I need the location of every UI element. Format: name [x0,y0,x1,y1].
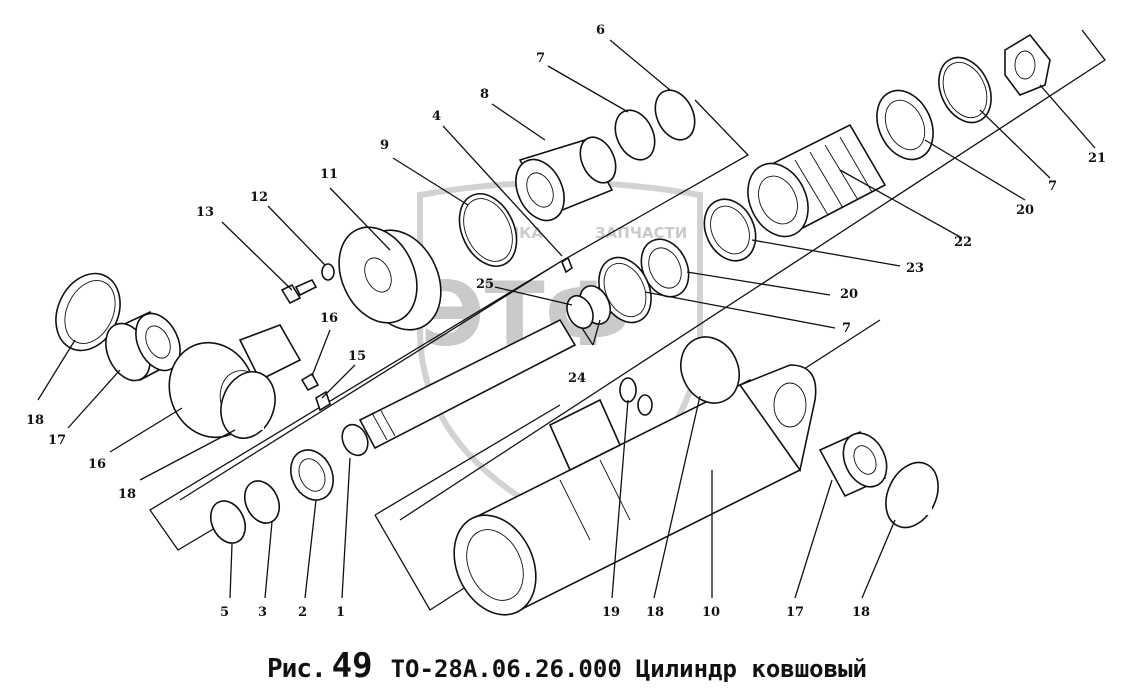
part-23-valve [548,377,653,472]
caption-title: Цилиндр ковшовый [635,655,867,683]
part-19-nut [1004,33,1051,96]
callout-15: 15 [348,349,366,364]
callout-16: 16 [320,311,338,326]
callout-21: 22 [954,235,972,250]
callout-12: 12 [250,190,268,205]
callout-7: 7 [536,51,545,66]
part-9-o-ring [458,193,518,267]
part-17-bearing-left [105,310,181,382]
part-3-ring [243,480,281,524]
callout-25: 25 [476,277,494,292]
callout-20: 20 [1016,203,1034,218]
callout-8: 8 [480,87,489,102]
part-24-rings [566,285,612,330]
callout-18: 18 [118,487,136,502]
callout-2: 2 [298,605,307,620]
part-10-cylinder [453,364,817,616]
callout-7: 7 [842,321,851,336]
part-18-snap-ring-left [55,272,121,352]
part-4-pin [561,256,573,274]
part-1-piston-rod [341,318,577,457]
part-2-ring [290,449,334,501]
part-21-piston [747,123,887,238]
callout-22: 23 [906,261,924,276]
part-5-ring [209,500,247,544]
callout-17: 17 [48,433,66,448]
part-15-grease-fitting [315,390,331,412]
caption-number: 49 [331,646,373,686]
part-12-washer [321,263,335,281]
part-16-grease-fitting [300,372,320,392]
callout-9: 9 [380,138,389,153]
callout-24: 24 [568,371,586,386]
callout-19: 21 [1088,151,1106,166]
callout-13: 13 [196,205,214,220]
callout-10: 10 [702,605,720,620]
part-7-ring-top [614,109,656,161]
part-18-snap-ring-right [885,461,939,529]
part-6-ring [654,89,696,141]
leader-lines [37,39,1096,599]
callout-4: 4 [432,109,441,124]
callouts: 18 17 16 18 13 12 11 16 15 9 4 8 7 6 25 … [26,23,1106,620]
part-11-flange [338,226,442,331]
callout-20: 20 [840,287,858,302]
caption-code: ТО-28А.06.26.000 [390,655,622,683]
part-18-snap-ring-eye [220,371,276,439]
callout-17: 17 [786,605,804,620]
figure-caption: Рис.49 ТО-28А.06.26.000 Цилиндр ковшовый [0,646,1134,686]
callout-18: 18 [646,605,664,620]
exploded-assembly-drawing: ТЕХНИКА ЗАПЧАСТИ ЭТФ [26,23,1106,620]
part-17-bearing-right [818,430,888,498]
callout-6: 6 [596,23,605,38]
callout-5: 5 [220,605,229,620]
callout-7: 7 [1048,179,1057,194]
callout-23: 19 [602,605,620,620]
part-20-ring-top [876,89,934,161]
callout-1: 1 [336,605,345,620]
callout-3: 3 [258,605,267,620]
callout-18: 18 [852,605,870,620]
callout-11: 11 [320,167,338,182]
part-13-bolt [280,278,318,305]
part-18-snap-ring-tube [680,336,740,404]
part-8-gland [515,136,617,222]
group-brackets [149,29,1106,611]
watermark-text-right: ЗАПЧАСТИ [595,224,687,242]
callout-16: 16 [88,457,106,472]
callout-18: 18 [26,413,44,428]
part-22-ring [703,198,757,262]
part-7-ring-right [938,56,992,124]
caption-prefix: Рис. [267,654,327,684]
